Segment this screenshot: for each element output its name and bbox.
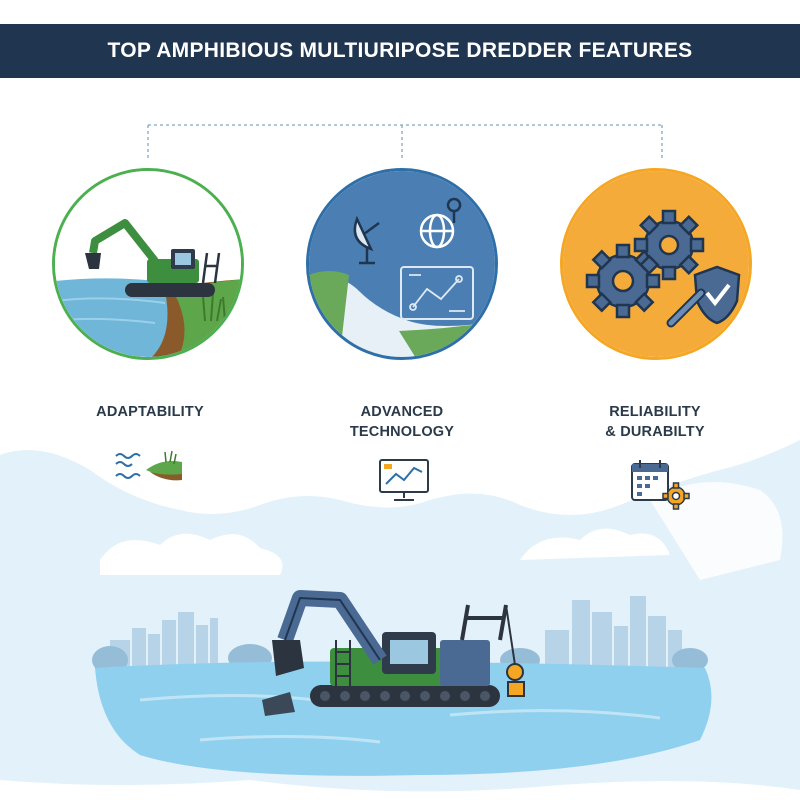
feature-label-line: & DURABILTY — [605, 424, 705, 440]
feature-label-technology: ADVANCED TECHNOLOGY — [307, 402, 497, 442]
reliability-illustration — [560, 168, 752, 360]
feature-label-line: ADVANCED — [360, 404, 444, 420]
feature-label-adaptability: ADAPTABILITY — [55, 402, 245, 422]
calendar-gear-icon — [631, 460, 690, 510]
monitor-chart-icon — [379, 459, 429, 501]
feature-label-line: TECHNOLOGY — [349, 424, 455, 440]
feature-label-line: ADAPTABILITY — [96, 404, 204, 420]
amphibious-dredger-illustration — [262, 590, 525, 716]
technology-illustration — [306, 168, 498, 360]
feature-label-reliability: RELIABILITY & DURABILTY — [560, 402, 750, 442]
header-banner: TOP AMPHIBIOUS MULTIURIPOSE DREDDER FEAT… — [0, 24, 800, 78]
adaptability-illustration — [52, 168, 244, 360]
page-title: TOP AMPHIBIOUS MULTIURIPOSE DREDDER FEAT… — [107, 39, 693, 62]
waves-island-icon — [115, 450, 182, 481]
feature-label-line: RELIABILITY — [609, 404, 701, 420]
